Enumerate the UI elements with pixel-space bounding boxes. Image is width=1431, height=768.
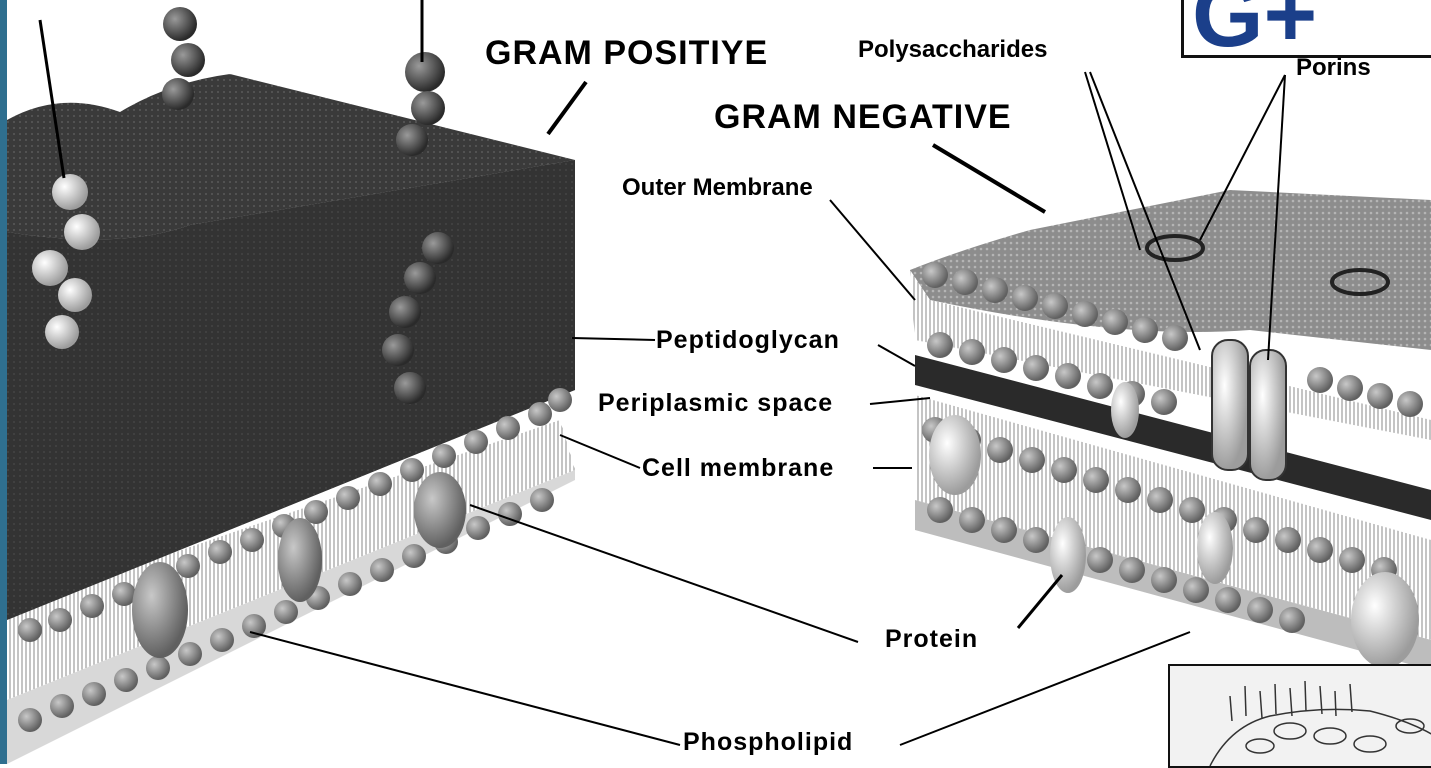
gram-negative-wall	[910, 190, 1431, 670]
inset-illustration	[1168, 664, 1431, 768]
label-cell-membrane: Cell membrane	[642, 454, 834, 483]
label-porins: Porins	[1296, 54, 1371, 82]
label-phospholipid: Phospholipid	[683, 728, 853, 757]
gram-positive-wall	[7, 7, 575, 764]
inset-cell-surface-sketch	[1170, 666, 1431, 766]
label-gram-positive: GRAM POSITIYE	[485, 34, 768, 73]
label-protein: Protein	[885, 625, 978, 654]
slide-title-box: G+ vs	[1181, 0, 1431, 58]
label-periplasmic-space: Periplasmic space	[598, 389, 833, 418]
slide-title-fragment: G+ vs	[1192, 0, 1431, 58]
label-peptidoglycan: Peptidoglycan	[656, 326, 840, 355]
label-polysaccharides: Polysaccharides	[858, 36, 1047, 64]
label-gram-negative: GRAM NEGATIVE	[714, 98, 1012, 137]
label-outer-membrane: Outer Membrane	[622, 174, 813, 202]
